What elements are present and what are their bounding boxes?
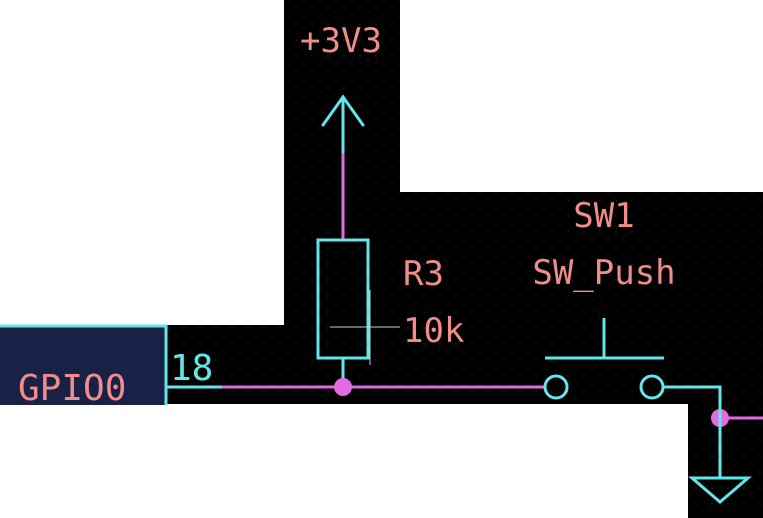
resistor-anchor-cross (330, 290, 400, 365)
power-label: +3V3 (300, 21, 382, 61)
junction-gpio-net[interactable] (334, 378, 352, 396)
connector-pin-name: GPIO0 (18, 368, 126, 409)
connector-gpio0[interactable] (0, 324, 168, 408)
power-symbol-3v3[interactable] (321, 94, 365, 154)
switch-sw1[interactable] (543, 318, 722, 418)
resistor-value: 10k (403, 311, 464, 351)
connector-pin-number: 18 (170, 348, 213, 389)
resistor-reference: R3 (403, 254, 444, 294)
ground-symbol[interactable] (687, 418, 753, 504)
outside-area (0, 405, 688, 518)
switch-value: SW_Push (532, 253, 675, 293)
switch-reference: SW1 (573, 196, 634, 236)
